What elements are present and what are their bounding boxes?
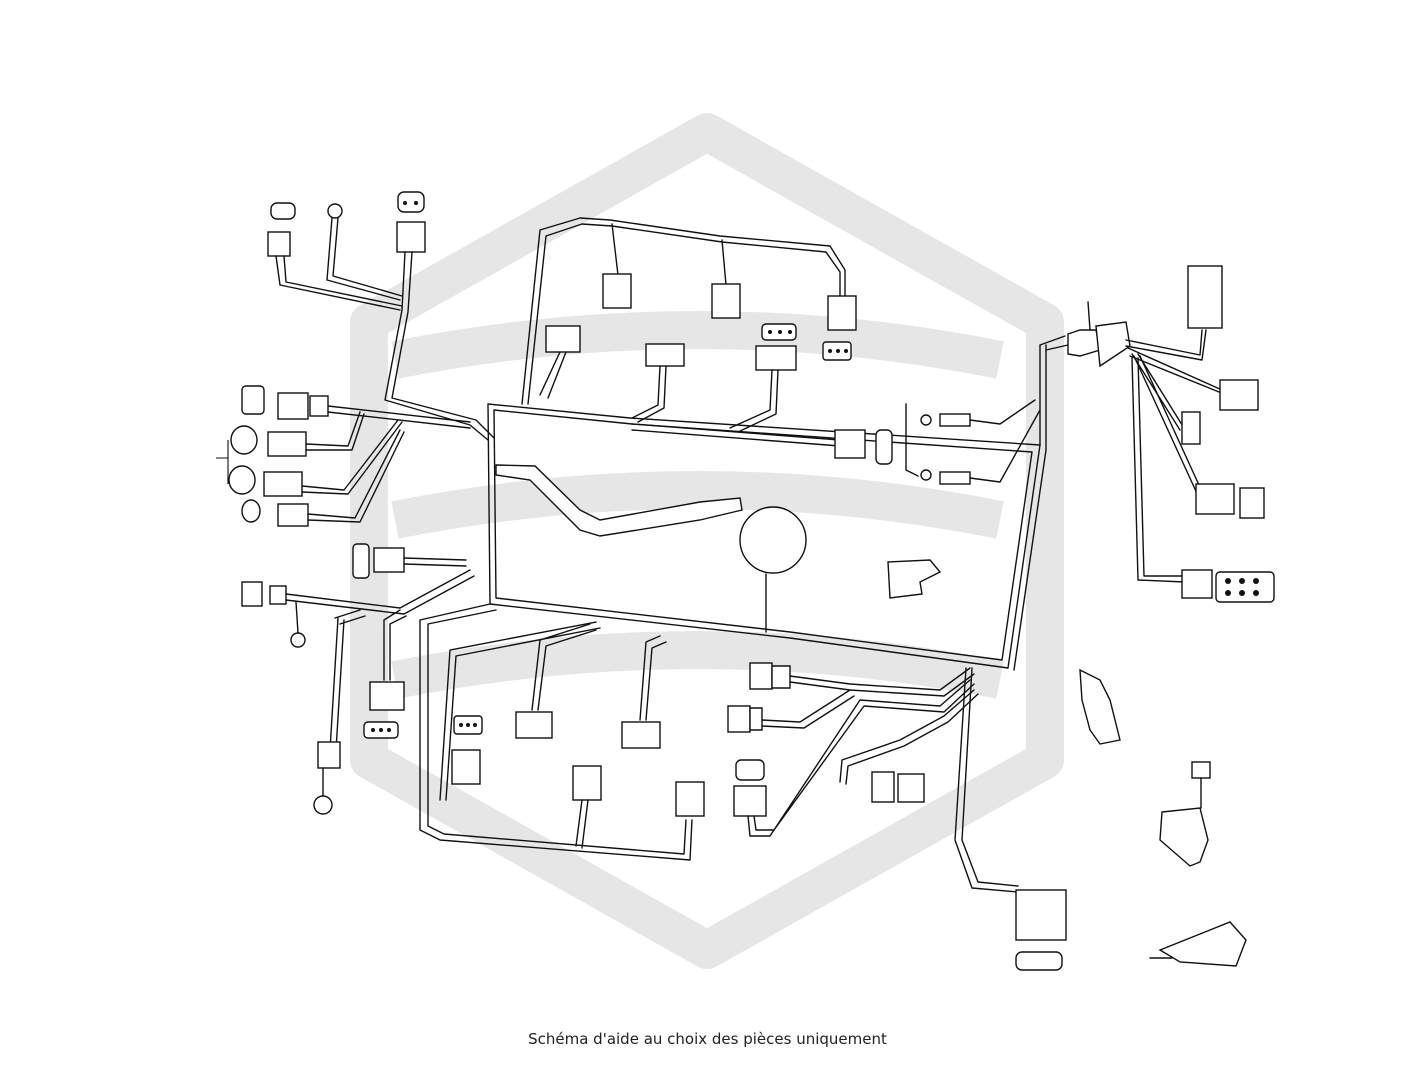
left-connectors bbox=[216, 385, 471, 527]
right-sensors bbox=[905, 399, 1041, 485]
mid-left-connectors bbox=[241, 543, 475, 815]
bottom-right-connectors bbox=[727, 662, 1067, 971]
right-connectors bbox=[1067, 265, 1275, 603]
harness-branch-piece bbox=[495, 464, 942, 633]
top-center-connectors bbox=[521, 217, 893, 465]
top-left-connectors bbox=[267, 191, 495, 441]
watermark-logo bbox=[350, 113, 1064, 969]
connector-pin-marks bbox=[371, 201, 1259, 732]
accessories bbox=[1079, 668, 1247, 967]
caption: Schéma d'aide au choix des pièces unique… bbox=[528, 1030, 887, 1048]
bottom-center-connectors bbox=[363, 603, 705, 861]
